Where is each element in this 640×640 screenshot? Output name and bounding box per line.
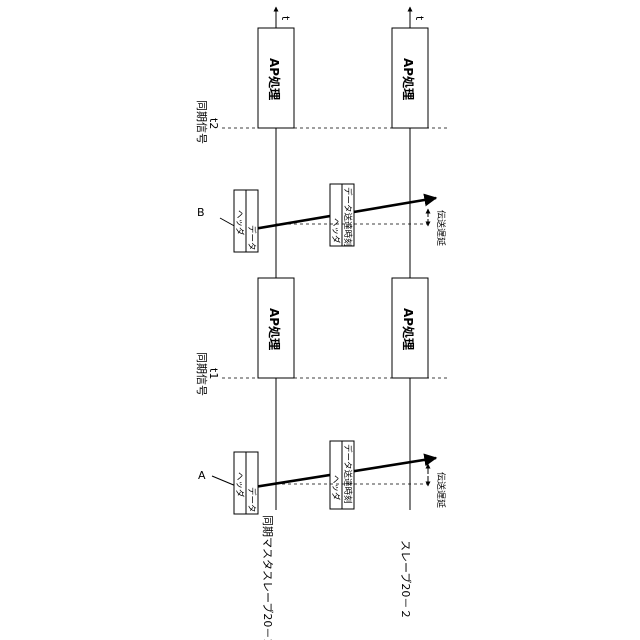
- sync-signal-label-t2: 同期信号: [195, 100, 208, 144]
- ap-process-label: AP処理: [401, 308, 416, 350]
- ap-process-label: AP処理: [267, 308, 282, 350]
- master-time-label: t: [279, 16, 292, 21]
- packet-b-data: データ: [246, 225, 257, 251]
- packet-b-header-rx: ヘッダ: [330, 218, 341, 244]
- sync-time-t2: t2: [207, 118, 220, 129]
- slave-time-label: t: [413, 16, 426, 21]
- ap-process-master-2: AP処理: [258, 278, 294, 378]
- packet-a-header: ヘッダ: [234, 472, 245, 498]
- sync-signal-label-t1: 同期信号: [195, 352, 208, 396]
- slave-timeline-label: スレーブ20－２: [399, 540, 413, 619]
- packet-b-delay-label: 伝送遅延: [435, 210, 447, 246]
- ap-process-slave-1: AP処理: [392, 28, 428, 128]
- packet-b-header: ヘッダ: [234, 210, 245, 236]
- packet-b-data-timestamp: データ送達時刻: [342, 187, 353, 247]
- ap-process-slave-2: AP処理: [392, 278, 428, 378]
- packet-a-label: A: [198, 469, 206, 482]
- packet-b-label: B: [197, 206, 205, 219]
- ap-process-label: AP処理: [267, 58, 282, 100]
- packet-a-delay-label: 伝送遅延: [435, 472, 447, 508]
- ap-process-master-1: AP処理: [258, 28, 294, 128]
- packet-a-data-timestamp: データ送達時刻: [342, 444, 353, 504]
- ap-process-label: AP処理: [401, 58, 416, 100]
- packet-a-data: データ: [246, 487, 257, 513]
- sync-time-t1: t1: [207, 368, 220, 379]
- packet-a-header-rx: ヘッダ: [330, 475, 341, 501]
- master-timeline-label: 同期マスタスレーブ20－1: [261, 515, 275, 640]
